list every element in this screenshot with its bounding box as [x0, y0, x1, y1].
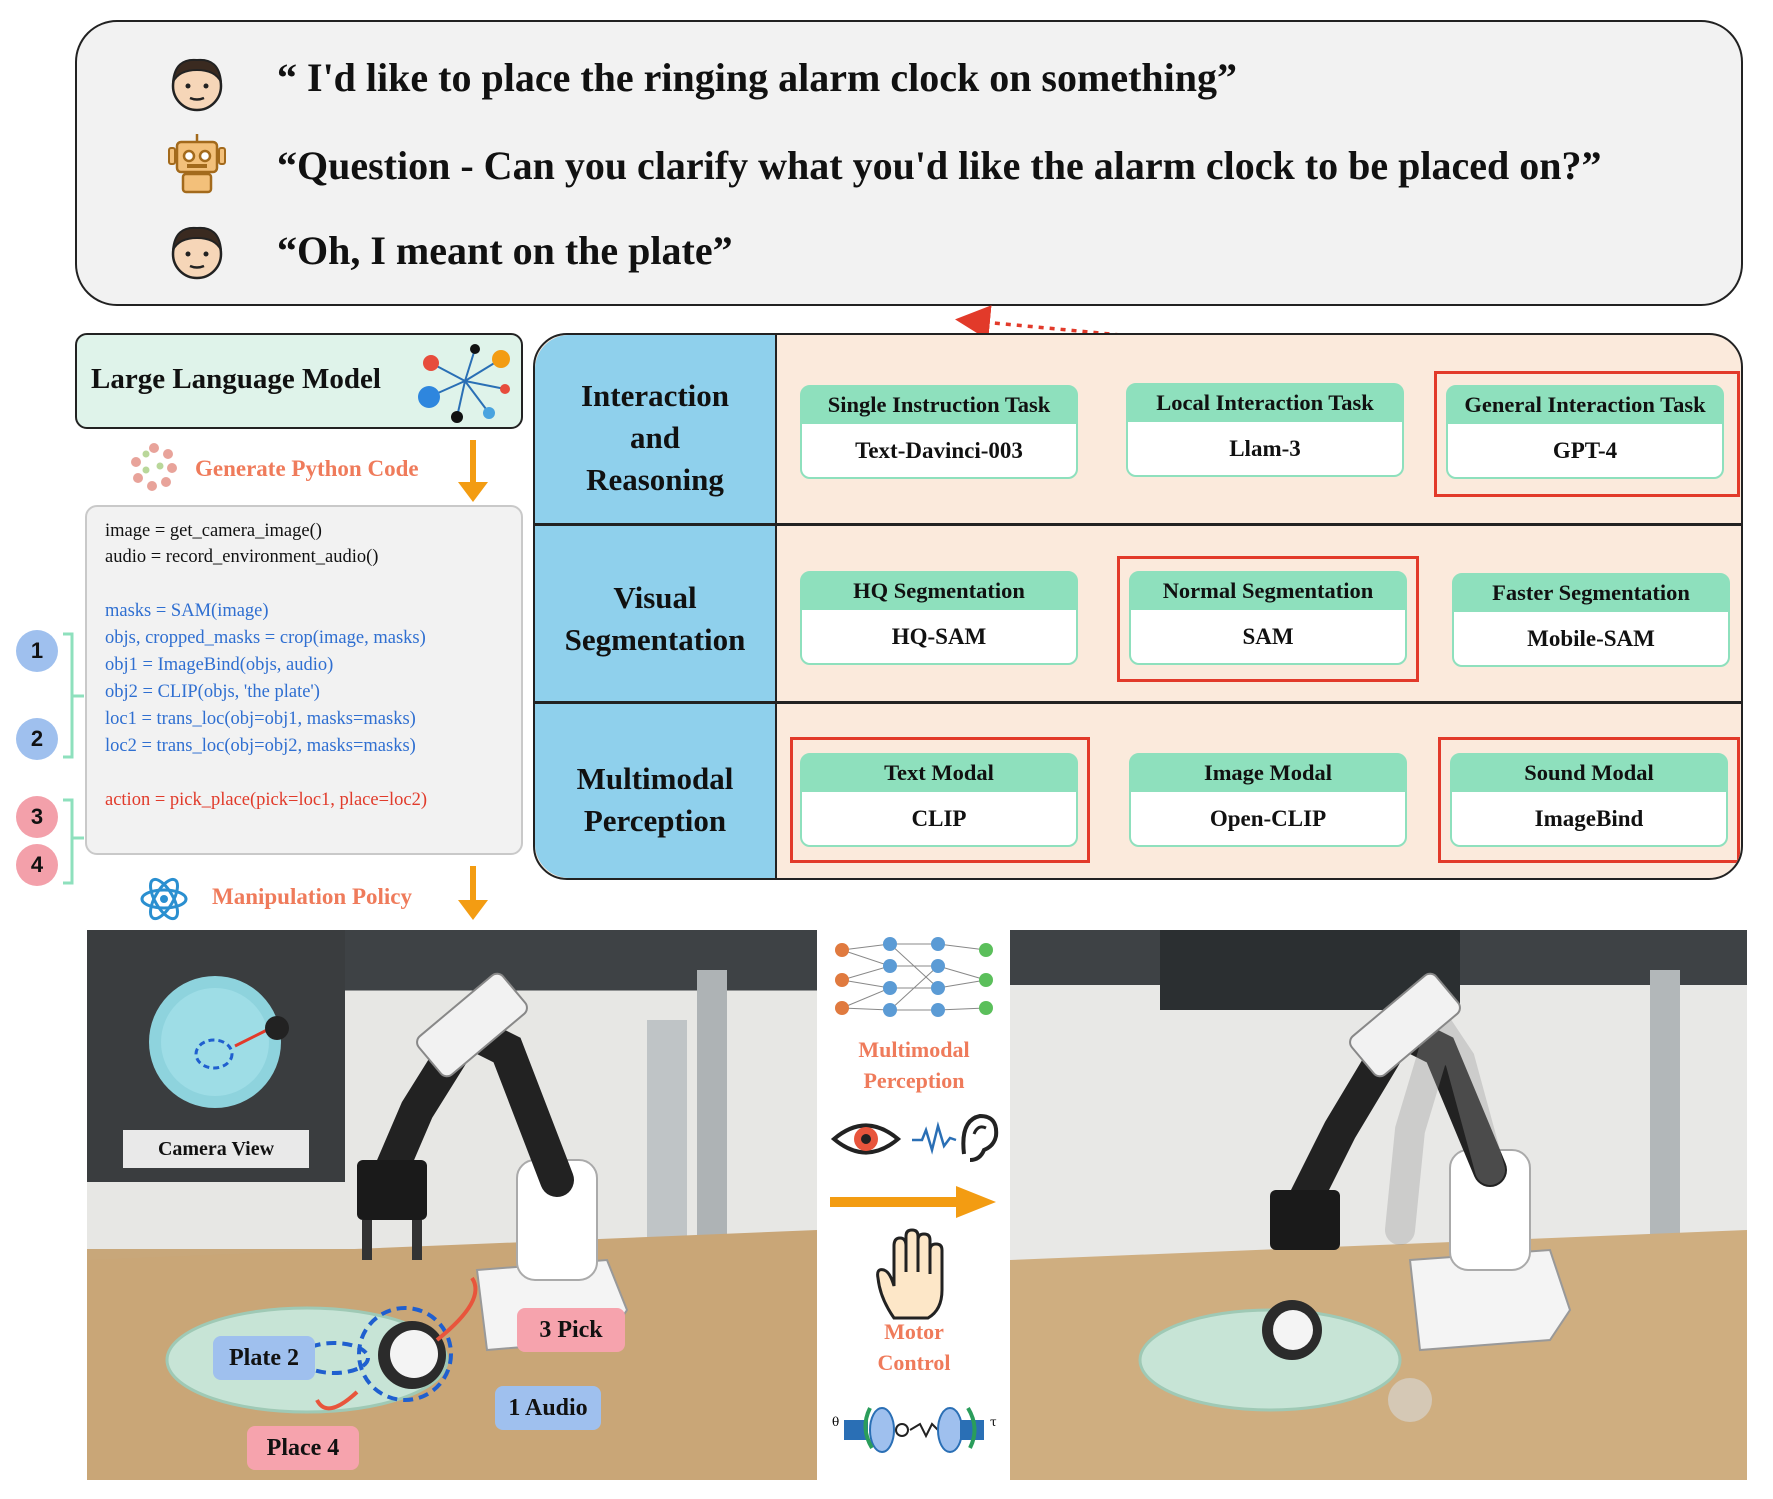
card-image-modal: Image Modal Open-CLIP: [1129, 753, 1407, 847]
robot-placed-illustration: [1010, 930, 1747, 1480]
selected-highlight-imagebind: [1438, 737, 1740, 863]
row-header-column: [535, 335, 777, 878]
card-single-instruction-task: Single Instruction Task Text-Davinci-003: [800, 385, 1078, 479]
selected-highlight-gpt4: [1434, 371, 1740, 497]
code-line: objs, cropped_masks = crop(image, masks): [105, 628, 426, 648]
card-general-interaction-task: General Interaction Task GPT-4: [1446, 385, 1724, 479]
code-line: action = pick_place(pick=loc1, place=loc…: [105, 790, 428, 810]
manipulation-policy-label: Manipulation Policy: [212, 884, 412, 909]
code-gen-icon: [131, 443, 177, 491]
audio-tag: 1 Audio: [495, 1386, 601, 1430]
atom-icon: [140, 877, 188, 921]
pick-tag: 3 Pick: [517, 1308, 625, 1352]
right-arrow-icon: [830, 1186, 996, 1218]
down-arrow-to-code: [458, 482, 488, 502]
camera-view-image: [149, 976, 289, 1108]
down-arrow-to-policy: [458, 900, 488, 920]
robot-question: “Question - Can you clarify what you'd l…: [277, 143, 1602, 188]
motor-control-label: Motor Control: [877, 1319, 951, 1375]
user-face-icon: [171, 226, 223, 280]
dialog-box: “ I'd like to place the ringing alarm cl…: [75, 20, 1743, 306]
neural-network-icon: [835, 937, 993, 1017]
code-line: loc2 = trans_loc(obj=obj2, masks=masks): [105, 736, 416, 756]
card-sound-modal: Sound Modal ImageBind: [1450, 753, 1728, 847]
code-line: loc1 = trans_loc(obj=obj1, masks=masks): [105, 709, 416, 729]
model-selection-table: Interaction and Reasoning Visual Segment…: [533, 333, 1743, 880]
camera-view-inset: Camera View: [87, 930, 345, 1182]
row-header-interaction-reasoning: Interaction and Reasoning: [580, 378, 730, 497]
llm-box: Large Language Model: [75, 333, 523, 429]
eye-icon: [830, 1123, 902, 1155]
selected-highlight-clip: [790, 737, 1090, 863]
place-tag: Place 4: [247, 1426, 359, 1470]
card-hq-segmentation: HQ Segmentation HQ-SAM: [800, 571, 1078, 665]
row-divider: [535, 523, 1741, 526]
user-face-icon: [171, 58, 223, 112]
code-line: audio = record_environment_audio(): [105, 547, 379, 567]
scene-after-photo: [1010, 930, 1747, 1480]
robot-icon: [168, 134, 226, 194]
camera-view-label: Camera View: [123, 1130, 309, 1168]
step-number-3: 3: [16, 796, 58, 838]
code-block: image = get_camera_image()audio = record…: [85, 505, 523, 855]
row-header-multimodal-perception: Multimodal Perception: [576, 761, 734, 838]
motor-icon: θ τ: [832, 1406, 997, 1453]
svg-text:θ: θ: [832, 1415, 839, 1429]
plate-tag: Plate 2: [213, 1336, 315, 1380]
step-number-2: 2: [16, 718, 58, 760]
selected-highlight-sam: [1117, 556, 1419, 682]
row-divider: [535, 701, 1741, 704]
ear-icon: [912, 1113, 999, 1162]
row-header-visual-segmentation: Visual Segmentation: [564, 580, 746, 657]
code-line: obj2 = CLIP(objs, 'the plate'): [105, 682, 320, 702]
code-line: image = get_camera_image(): [105, 521, 322, 541]
code-line: masks = SAM(image): [105, 601, 269, 621]
step-number-4: 4: [16, 844, 58, 886]
card-normal-segmentation: Normal Segmentation SAM: [1129, 571, 1407, 665]
llm-label: Large Language Model: [91, 363, 381, 395]
hand-icon: [876, 1228, 944, 1320]
svg-text:τ: τ: [990, 1415, 997, 1429]
multimodal-perception-label: Multimodal Perception: [858, 1037, 970, 1093]
scene-before-photo: Camera View 3 Pick Plate 2 1 Audio Place…: [87, 930, 817, 1480]
card-text-modal: Text Modal CLIP: [800, 753, 1078, 847]
generate-python-code-label: Generate Python Code: [195, 456, 419, 481]
user-utterance-1: “ I'd like to place the ringing alarm cl…: [277, 55, 1237, 100]
network-graph-icon: [418, 344, 510, 423]
card-faster-segmentation: Faster Segmentation Mobile-SAM: [1452, 573, 1730, 667]
user-utterance-2: “Oh, I meant on the plate”: [277, 228, 733, 273]
step-number-1: 1: [16, 630, 58, 672]
card-local-interaction-task: Local Interaction Task Llam-3: [1126, 383, 1404, 477]
code-line: obj1 = ImageBind(objs, audio): [105, 655, 334, 675]
